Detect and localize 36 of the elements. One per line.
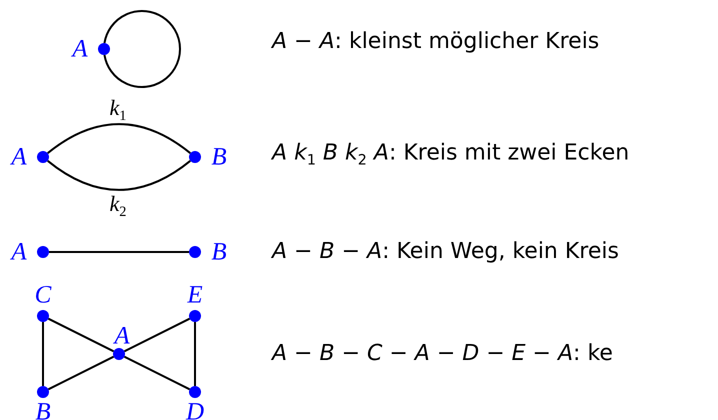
vertex-dot [37,151,49,163]
graph-edge [194,322,196,386]
vertex-label: E [187,282,203,308]
loop-edge [104,10,181,88]
vertex-dot [37,246,49,258]
graph-edge [124,356,190,390]
vertex-dot [113,348,125,360]
vertex-dot [37,310,49,322]
vertex-dot [98,43,110,55]
vertex-dot [189,310,201,322]
graph-edge [48,318,114,352]
vertex-dot [37,386,49,398]
graph-edge [42,322,44,386]
vertex-label: A [11,240,27,264]
vertex-dot [189,246,201,258]
graph-edge [48,356,114,390]
vertex-label: B [211,144,227,170]
graph-edge [124,318,190,352]
vertex-dot [189,151,201,163]
graph-edge [47,160,191,191]
description-text: A k$_{1}$ B k$_{2}$ A: Kreis mit zwei Ecken [272,139,630,171]
graph-edge [49,251,189,253]
vertex-label: C [34,282,52,308]
vertex-dot [189,386,201,398]
edge-label: k$_{2}$ [110,192,126,222]
description-text: A − A: kleinst möglicher Kreis [272,28,600,56]
vertex-label: B [35,400,51,420]
vertex-label: D [186,400,204,420]
graph-edge [47,123,191,154]
vertex-label: A [72,36,88,62]
vertex-label: A [114,324,130,348]
vertex-label: A [11,144,27,170]
description-text: A − B − C − A − D − E − A: ke [272,340,613,368]
description-text: A − B − A: Kein Weg, kein Kreis [272,238,619,266]
vertex-label: B [211,240,227,264]
edge-label: k$_{1}$ [110,96,126,126]
